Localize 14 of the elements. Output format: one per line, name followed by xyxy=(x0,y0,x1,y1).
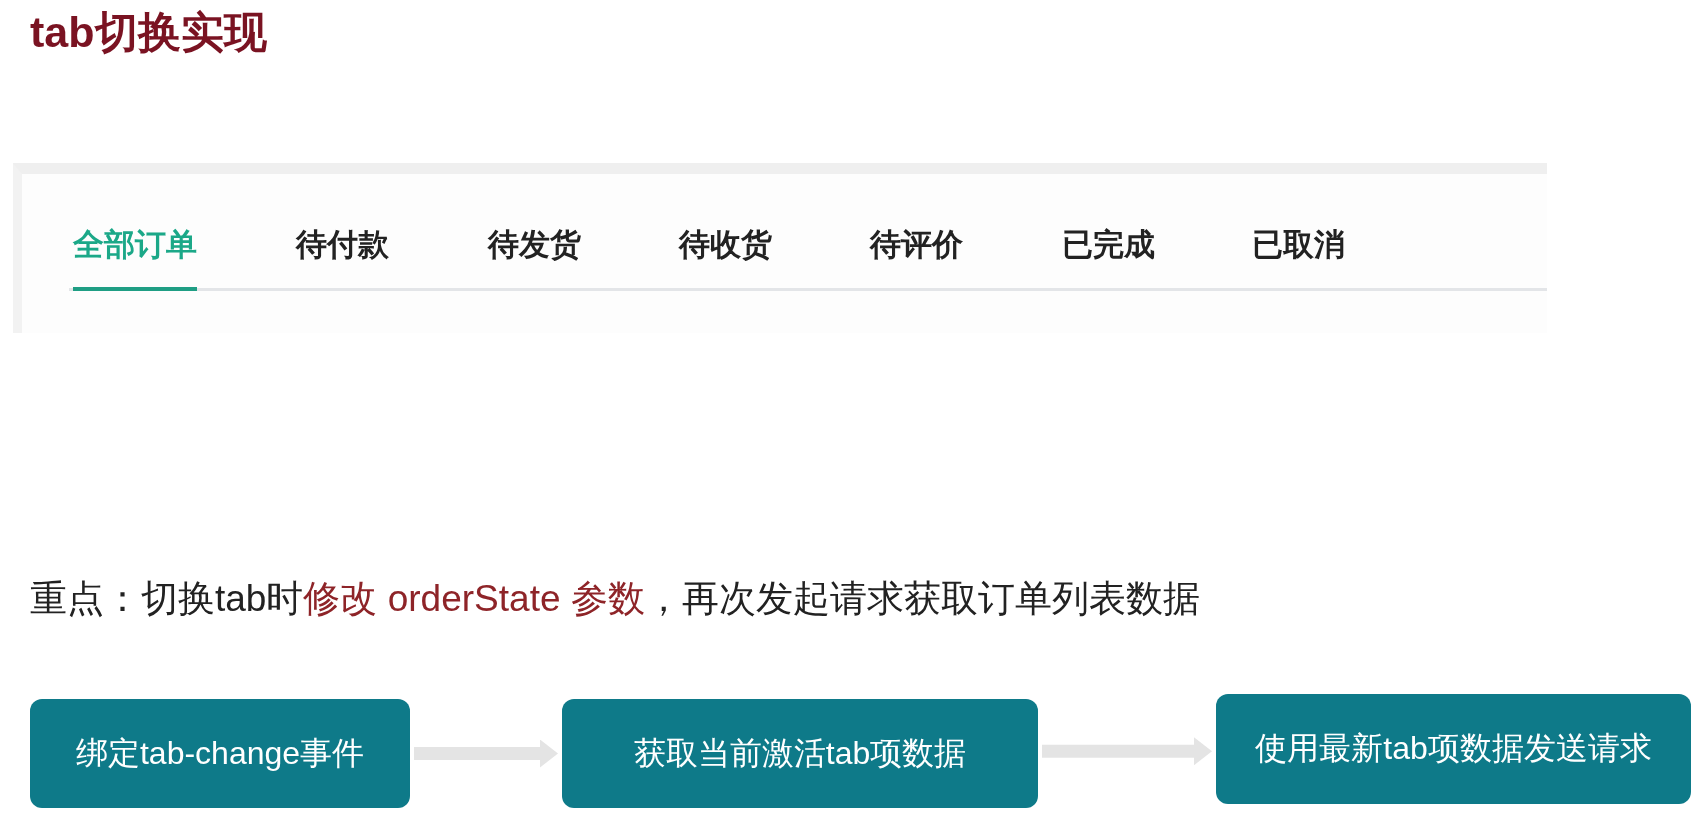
tab-label: 待付款 xyxy=(295,226,389,264)
process-box: 绑定tab-change事件 xyxy=(30,699,410,808)
arrow xyxy=(414,739,558,768)
process-box: 使用最新tab项数据发送请求 xyxy=(1216,694,1691,804)
tab-label: 待收货 xyxy=(678,226,772,264)
arrow xyxy=(1042,737,1212,766)
process-box: 获取当前激活tab项数据 xyxy=(562,699,1038,808)
tab-label: 待评价 xyxy=(869,226,963,264)
tab-label: 已取消 xyxy=(1251,226,1345,264)
title: tab切换实现 xyxy=(30,7,267,58)
tab-label: 已完成 xyxy=(1061,226,1155,264)
selected-tab: 全部订单 xyxy=(73,224,197,291)
note-text: 重点：切换tab时修改 orderState 参数，再次发起请求获取订单列表数据 xyxy=(30,577,1200,621)
tab-label: 待发货 xyxy=(487,226,581,264)
